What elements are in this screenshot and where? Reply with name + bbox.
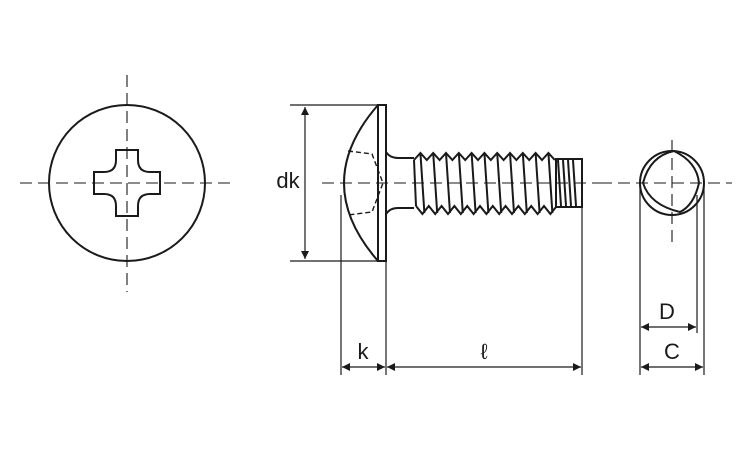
thread-line: [413, 159, 417, 207]
thread-line: [419, 152, 554, 214]
length-label: ℓ: [480, 339, 488, 364]
thread-line: [415, 204, 558, 216]
tip-thread-line: [567, 159, 572, 207]
side-view: [322, 104, 600, 262]
c-label: C: [664, 339, 680, 364]
top-view: [20, 75, 236, 292]
head-dome: [343, 104, 379, 262]
head-outline: [48, 104, 206, 262]
tip-thread-line: [572, 159, 577, 207]
k-label: k: [358, 339, 370, 364]
d-label: D: [659, 299, 675, 324]
phillips-recess-icon: [93, 149, 161, 217]
tip-thread-line: [562, 159, 567, 207]
hidden-recess: [347, 150, 384, 216]
dimensions: dk k ℓ: [276, 104, 583, 375]
thread-tip: [555, 158, 583, 208]
dk-label: dk: [276, 168, 300, 193]
end-view: D C: [600, 140, 732, 375]
thread: [413, 151, 577, 216]
trilobular-profile: [641, 149, 701, 214]
neck: [385, 151, 414, 215]
tip-thread-line: [557, 159, 562, 207]
